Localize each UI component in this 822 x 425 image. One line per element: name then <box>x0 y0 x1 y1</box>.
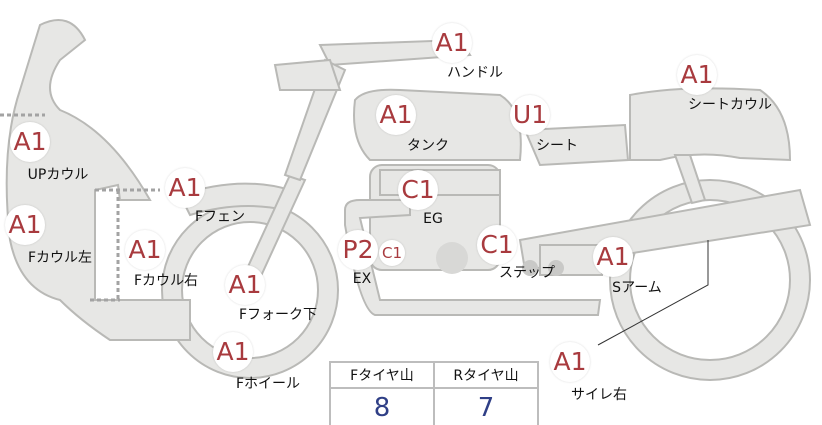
part-label-front-fork-lower: Fフォーク下 <box>238 307 318 323</box>
part-code-front-fender[interactable]: A1 <box>165 168 205 208</box>
part-code-front-fork-lower[interactable]: A1 <box>225 265 265 305</box>
part-code-front-wheel[interactable]: A1 <box>213 332 253 372</box>
part-label-front-cowl-left: Fカウル左 <box>27 250 93 266</box>
part-code-handle[interactable]: A1 <box>432 23 472 63</box>
part-code-step[interactable]: C1 <box>477 225 517 265</box>
seat <box>523 123 630 167</box>
part-label-seat-cowl: シートカウル <box>688 97 772 113</box>
front-tyre-header: Fタイヤ山 <box>329 361 435 389</box>
front-tyre-value: 8 <box>329 387 435 425</box>
part-code-up-cowl[interactable]: A1 <box>10 122 50 162</box>
part-code-silencer-right[interactable]: A1 <box>550 342 590 382</box>
part-label-exhaust: EX <box>352 271 372 287</box>
part-label-handle: ハンドル <box>447 65 503 81</box>
part-label-front-wheel: Fホイール <box>235 376 301 392</box>
part-code-seat-cowl[interactable]: A1 <box>677 55 717 95</box>
part-label-engine: EG <box>423 211 443 227</box>
part-code-tank[interactable]: A1 <box>376 95 416 135</box>
part-code-front-cowl-right[interactable]: A1 <box>125 230 165 270</box>
part-code-seat[interactable]: U1 <box>510 95 550 135</box>
part-label-swing-arm: Sアーム <box>612 280 662 296</box>
part-label-seat: シート <box>536 138 578 154</box>
part-label-tank: タンク <box>407 138 449 154</box>
part-label-up-cowl: UPカウル <box>27 167 89 183</box>
tyre-tread-table: Fタイヤ山 Rタイヤ山 8 7 <box>329 361 539 425</box>
part-code-engine[interactable]: C1 <box>398 170 438 210</box>
rear-tyre-value: 7 <box>433 387 539 425</box>
part-label-step: ステップ <box>499 265 555 281</box>
part-label-front-fender: Fフェン <box>194 209 246 225</box>
part-code-swing-arm[interactable]: A1 <box>593 237 633 277</box>
part-label-front-cowl-right: Fカウル右 <box>133 273 199 289</box>
part-label-silencer-right: サイレ右 <box>571 387 627 403</box>
part-code-front-cowl-left[interactable]: A1 <box>5 205 45 245</box>
rear-tyre-header: Rタイヤ山 <box>433 361 539 389</box>
part-code-exhaust[interactable]: P2 <box>338 230 378 270</box>
part-code-exhaust-secondary[interactable]: C1 <box>379 240 405 266</box>
